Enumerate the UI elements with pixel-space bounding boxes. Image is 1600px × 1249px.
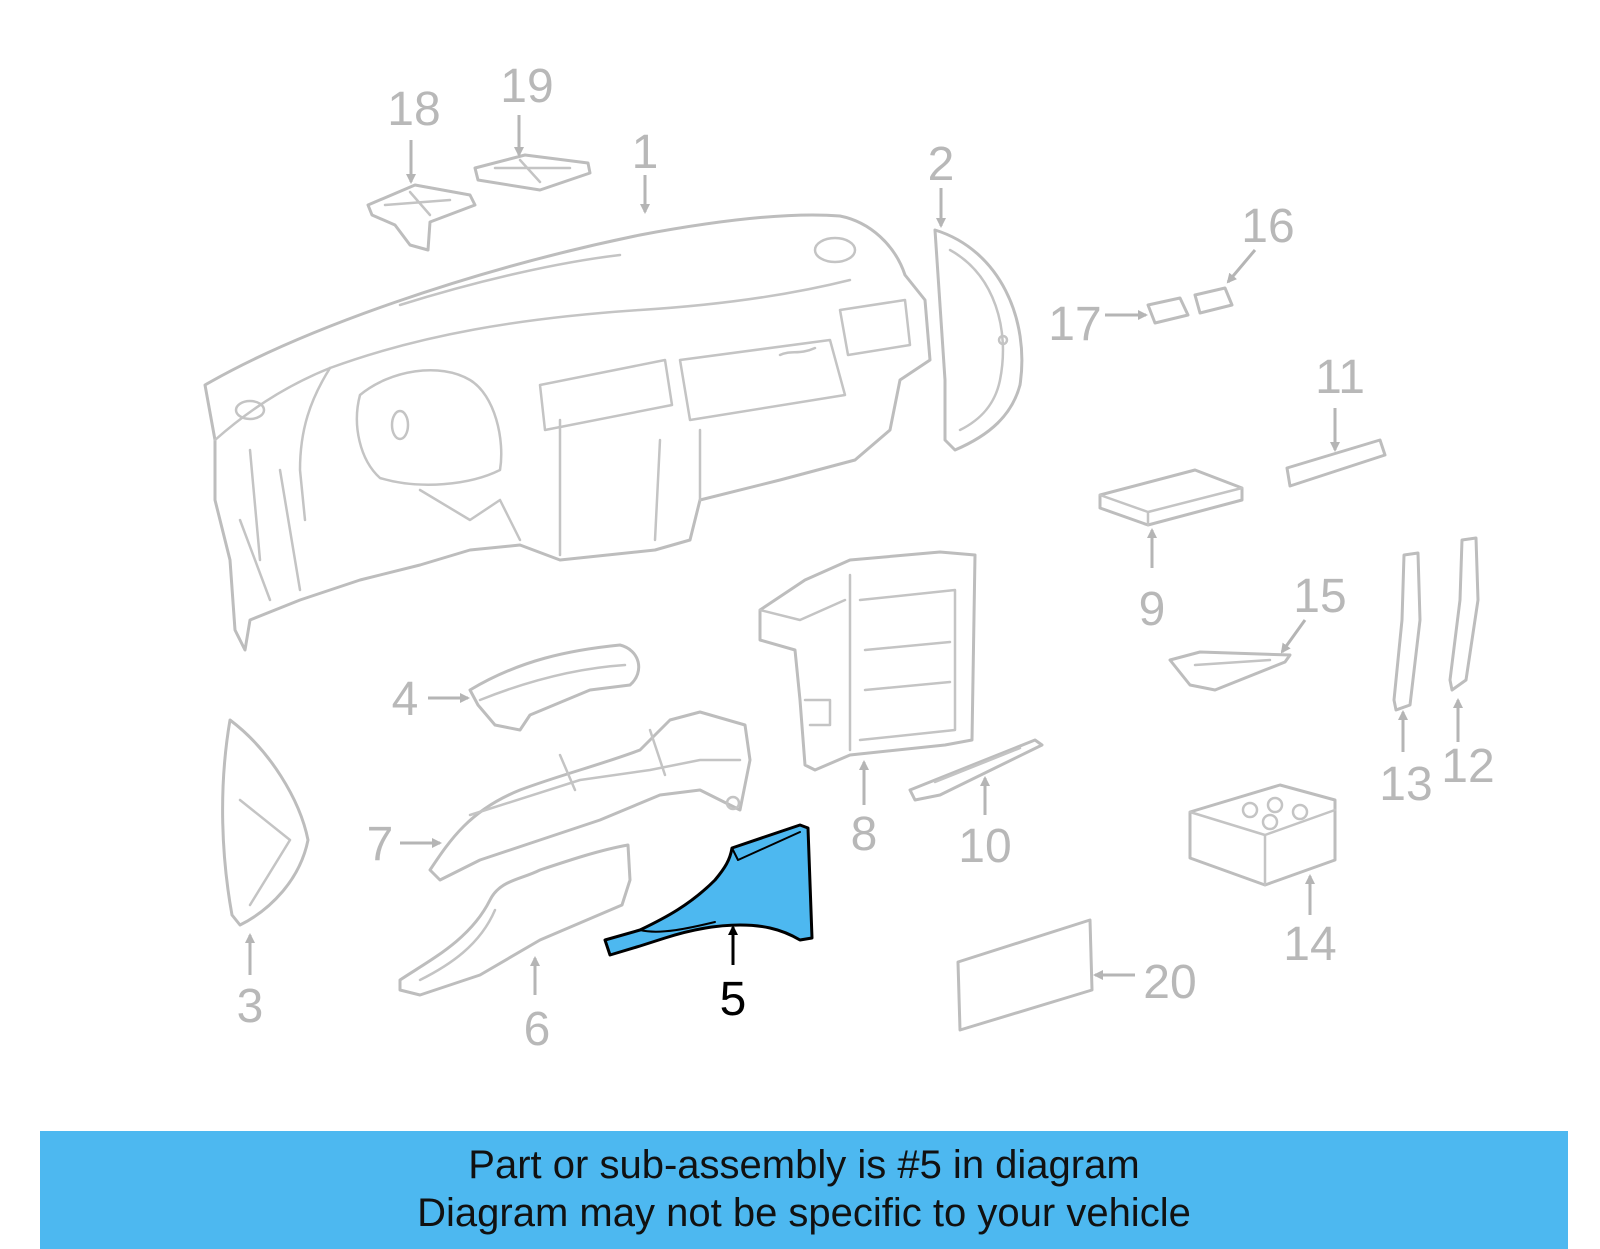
part-6-knee-bolster[interactable] (398, 843, 632, 997)
part-2-end-cap[interactable] (933, 228, 1024, 452)
part-10-strip[interactable] (908, 738, 1044, 802)
callout-7: 7 (367, 818, 394, 871)
callout-14: 14 (1283, 918, 1336, 971)
callout-16: 16 (1241, 200, 1294, 253)
callout-1: 1 (632, 126, 659, 179)
callout-labels: 1 2 3 4 5 6 7 8 9 10 11 12 13 14 15 16 1… (237, 60, 1495, 1056)
part-7-lower-panel[interactable] (428, 710, 752, 882)
part-1-instrument-panel[interactable] (203, 213, 932, 652)
info-banner: Part or sub-assembly is #5 in diagram Di… (40, 1131, 1568, 1249)
part-20-panel[interactable] (956, 918, 1094, 1032)
part-13-trim-strip[interactable] (1392, 551, 1422, 712)
banner-line-1: Part or sub-assembly is #5 in diagram (468, 1143, 1140, 1187)
part-17-clip[interactable] (1146, 296, 1190, 325)
parts-diagram: 1 2 3 4 5 6 7 8 9 10 11 12 13 14 15 16 1… (203, 60, 1495, 1056)
callout-19: 19 (500, 60, 553, 113)
banner-line-2: Diagram may not be specific to your vehi… (417, 1191, 1191, 1235)
part-3-end-cap[interactable] (221, 718, 310, 927)
callout-20: 20 (1143, 956, 1196, 1009)
callout-18: 18 (387, 83, 440, 136)
callout-11: 11 (1315, 351, 1365, 404)
part-19-vent[interactable] (473, 153, 592, 192)
part-14-storage-tray[interactable] (1188, 783, 1337, 887)
callout-13: 13 (1379, 758, 1432, 811)
part-18-vent[interactable] (366, 183, 477, 252)
callout-8: 8 (851, 808, 878, 861)
part-9-box[interactable] (1098, 468, 1244, 527)
callout-10: 10 (958, 820, 1011, 873)
callout-5: 5 (720, 973, 747, 1026)
callout-12: 12 (1441, 740, 1494, 793)
leader-lines (245, 115, 1463, 995)
part-5-trim-panel-highlighted[interactable] (603, 823, 814, 957)
part-12-trim-strip[interactable] (1448, 536, 1480, 692)
callout-4: 4 (392, 673, 419, 726)
callout-3: 3 (237, 980, 264, 1033)
part-16-clip[interactable] (1193, 286, 1234, 315)
part-8-console-frame[interactable] (758, 550, 977, 772)
part-11-strip[interactable] (1285, 438, 1387, 488)
callout-6: 6 (524, 1003, 551, 1056)
part-4-bracket[interactable] (468, 643, 641, 732)
callout-9: 9 (1139, 583, 1166, 636)
callout-2: 2 (928, 138, 955, 191)
part-15-trim-piece[interactable] (1168, 650, 1292, 692)
callout-15: 15 (1293, 570, 1346, 623)
callout-17: 17 (1048, 298, 1101, 351)
